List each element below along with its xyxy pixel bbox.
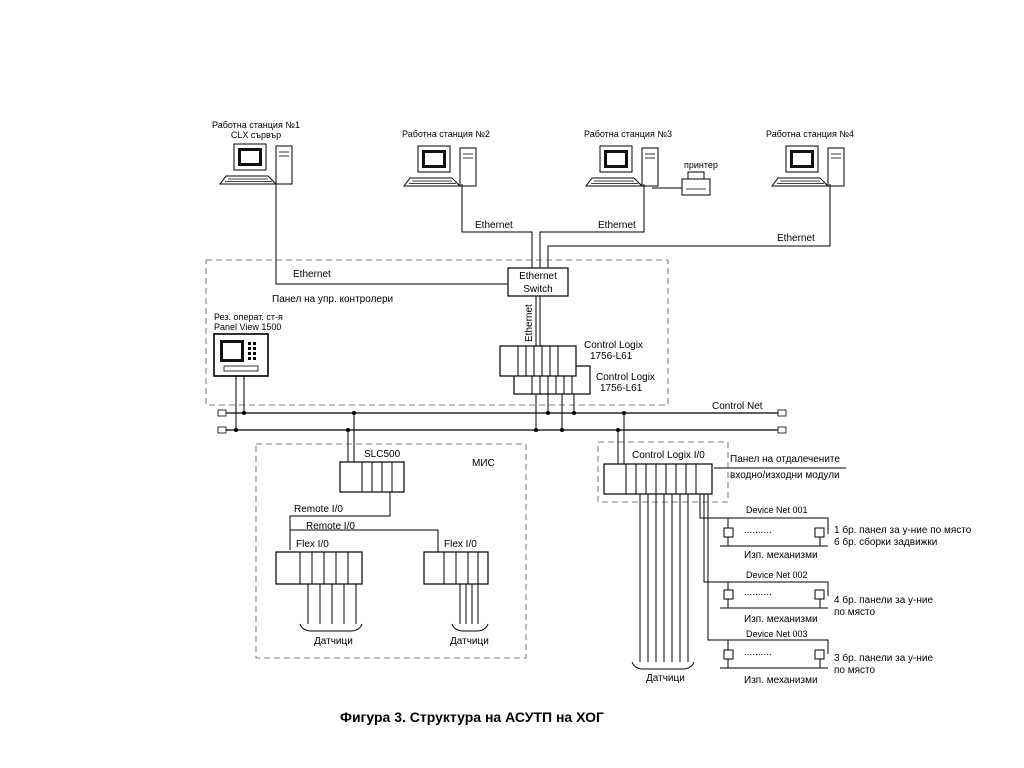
remote-io-label-2: Remote I/0 (306, 521, 355, 532)
panelview-1500: Рез. операт. ст-я Panel View 1500 (213, 312, 283, 430)
controller-drops (535, 394, 575, 430)
device-net-002: .......... Device Net 002 4 бр. панели з… (703, 494, 933, 625)
ethernet-link-ws1 (275, 184, 508, 285)
device-net-002-dots: .......... (744, 587, 772, 598)
remote-panel-label-1: Панел на отдалечените (730, 454, 840, 465)
device-net-003-desc-1: 3 бр. панели за у-ние (834, 652, 933, 664)
flex-io-2-sensor-wires (451, 584, 489, 632)
workstation-3-label: Работна станция №3 (584, 129, 672, 139)
device-net-003: .......... Device Net 003 3 бр. панели з… (707, 494, 933, 686)
control-net-label: Control Net (712, 401, 763, 412)
controller-panel-boundary (205, 259, 669, 406)
clx-io-sensor-wires (631, 494, 695, 670)
flex-io-1: Flex I/0 (275, 539, 363, 585)
workstation-2-label: Работна станция №2 (402, 129, 490, 139)
controller-2-label-2: 1756-L61 (600, 383, 643, 394)
workstation-2-computer-icon (403, 145, 477, 187)
sensors-label-2: Датчици (450, 636, 489, 647)
controller-1-label-2: 1756-L61 (590, 351, 633, 362)
ethernet-switch-label-1: Ethernet (519, 271, 557, 282)
workstation-1-label: Работна станция №1 (212, 120, 300, 130)
printer-icon (681, 171, 711, 196)
device-net-003-desc-2: по място (834, 665, 876, 676)
control-net-bus (217, 409, 787, 434)
device-net-003-dots: .......... (744, 647, 772, 658)
controller-1-label-1: Control Logix (584, 340, 643, 351)
workstation-4-computer-icon (771, 145, 845, 187)
controllogix-io: Control Logix I/0 (603, 413, 713, 495)
controller-panel-label: Панел на упр. контролери (272, 294, 393, 305)
workstation-3: Работна станция №3 (584, 129, 672, 187)
workstation-1-computer-icon (219, 143, 293, 185)
device-net-002-label: Device Net 002 (746, 570, 808, 580)
device-net-002-mechanisms: Изп. механизми (744, 614, 818, 625)
flex-io-1-sensor-wires (299, 584, 363, 632)
panelview-terminal-icon (213, 333, 269, 377)
panelview-label-2: Panel View 1500 (214, 322, 281, 332)
remote-io-links (289, 492, 439, 552)
ethernet-label-vertical: Ethernet (524, 304, 535, 342)
device-net-001-label: Device Net 001 (746, 505, 808, 515)
sensors-label-3: Датчици (646, 673, 685, 684)
slc500: SLC500 (339, 413, 405, 493)
slc500-label: SLC500 (364, 449, 401, 460)
mis-label: МИС (472, 458, 495, 469)
workstation-2: Работна станция №2 (402, 129, 490, 187)
printer-label: принтер (684, 160, 718, 170)
ethernet-link-ws4 (547, 184, 831, 268)
device-net-002-desc-2: по място (834, 607, 876, 618)
ethernet-links (275, 184, 831, 346)
sensors-label-1: Датчици (314, 636, 353, 647)
ethernet-switch-label-2: Switch (523, 284, 552, 295)
flex-io-2: Flex I/0 (423, 539, 489, 585)
ethernet-label-2: Ethernet (475, 220, 513, 231)
device-net-003-label: Device Net 003 (746, 629, 808, 639)
ethernet-link-ws2 (461, 184, 533, 268)
flex-io-1-label: Flex I/0 (296, 539, 329, 550)
flex-io-2-label: Flex I/0 (444, 539, 477, 550)
ethernet-label-1: Ethernet (293, 269, 331, 280)
device-net-002-desc-1: 4 бр. панели за у-ние (834, 594, 933, 606)
device-net-001-desc-1: 1 бр. панел за у-ние по място (834, 524, 972, 536)
ethernet-label-3: Ethernet (598, 220, 636, 231)
workstation-1-sublabel: CLX сървър (231, 130, 281, 140)
workstation-1: Работна станция №1 CLX сървър (212, 120, 300, 185)
figure-caption: Фигура 3. Структура на АСУТП на ХОГ (340, 709, 604, 725)
mis-panel-boundary (255, 443, 527, 659)
printer: принтер (652, 160, 718, 196)
workstation-4-label: Работна станция №4 (766, 129, 854, 139)
device-net-001-dots: .......... (744, 525, 772, 536)
ethernet-link-ws3 (539, 184, 645, 268)
workstation-4: Работна станция №4 (766, 129, 854, 187)
device-net-003-mechanisms: Изп. механизми (744, 675, 818, 686)
controller-2-label-1: Control Logix (596, 372, 655, 383)
ethernet-switch: Ethernet Switch (507, 267, 569, 297)
remote-io-label-1: Remote I/0 (294, 504, 343, 515)
controllogix-io-label: Control Logix I/0 (632, 450, 705, 461)
remote-panel-label-2: входно/изходни модули (730, 470, 840, 481)
workstation-3-computer-icon (585, 145, 659, 187)
remote-io-panel-boundary (597, 441, 729, 503)
device-net-001: .......... Device Net 001 1 бр. панел за… (699, 494, 972, 561)
panelview-label-1: Рез. операт. ст-я (214, 312, 283, 322)
device-net-001-mechanisms: Изп. механизми (744, 550, 818, 561)
controllogix-controller-1: Control Logix 1756-L61 (499, 340, 643, 377)
device-net-001-desc-2: 6 бр. сборки задвижки (834, 536, 937, 548)
ethernet-label-4: Ethernet (777, 233, 815, 244)
